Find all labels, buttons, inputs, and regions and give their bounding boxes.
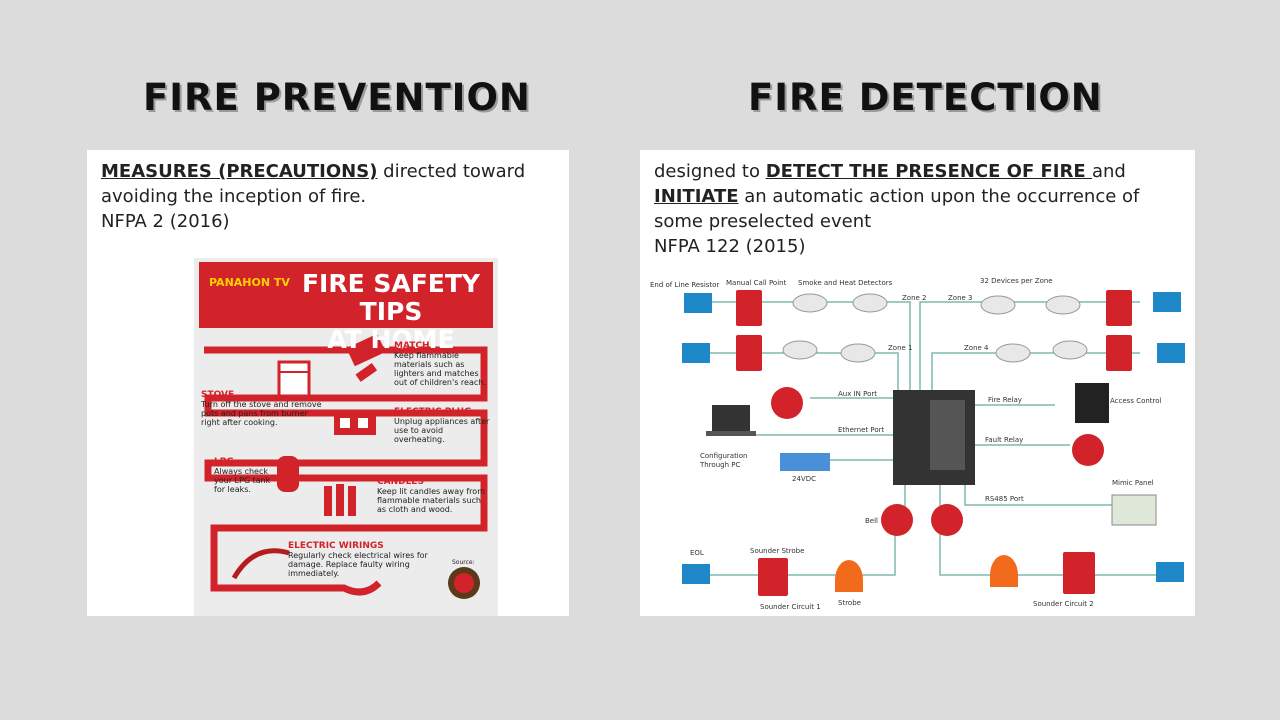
red-path-decoration bbox=[204, 346, 488, 596]
wiring-icon bbox=[231, 548, 290, 580]
zone1-label: Zone 1 bbox=[888, 344, 913, 352]
matchbox-icon bbox=[346, 333, 386, 367]
mimic-panel-label: Mimic Panel bbox=[1112, 479, 1154, 487]
sounder-circuit-1-label: Sounder Circuit 1 bbox=[760, 603, 821, 611]
rs485-label: RS485 Port bbox=[985, 495, 1024, 503]
config-label: Configuration bbox=[700, 452, 747, 460]
fire-alarm-system-diagram: End of Line Resistor Manual Call Point S… bbox=[650, 277, 1185, 611]
sounder-strobe-label: Sounder Strobe bbox=[750, 547, 804, 555]
devices-per-zone-label: 32 Devices per Zone bbox=[980, 277, 1053, 285]
fire-safety-tips-infographic: PANAHON TV FIRE SAFETY TIPS AT HOME MATC… bbox=[194, 258, 498, 616]
fire-prevention-title: FIRE PREVENTION bbox=[143, 76, 531, 119]
fire-prevention-panel: MEASURES (PRECAUTIONS) directed toward a… bbox=[87, 150, 569, 616]
detection-definition: designed to DETECT THE PRESENCE OF FIRE … bbox=[654, 161, 1140, 257]
access-control-label: Access Control bbox=[1110, 397, 1162, 405]
sounder-circuit-2-label: Sounder Circuit 2 bbox=[1033, 600, 1094, 608]
prevention-definition: MEASURES (PRECAUTIONS) directed toward a… bbox=[101, 159, 525, 234]
lpg-tank-icon bbox=[277, 456, 299, 492]
sounder-icons bbox=[758, 552, 1095, 596]
measures-emphasis: MEASURES (PRECAUTIONS) bbox=[101, 161, 378, 182]
zone4-label: Zone 4 bbox=[964, 344, 989, 352]
fire-detection-title: FIRE DETECTION bbox=[748, 76, 1103, 119]
smoke-heat-label: Smoke and Heat Detectors bbox=[798, 279, 893, 287]
infographic-graphics bbox=[204, 333, 488, 599]
infographic-banner: PANAHON TV FIRE SAFETY TIPS AT HOME bbox=[199, 262, 493, 354]
definition-text-2: avoiding the inception of fire. bbox=[101, 186, 367, 207]
infographic-title: FIRE SAFETY TIPS AT HOME bbox=[301, 269, 481, 354]
fire-detection-panel: designed to DETECT THE PRESENCE OF FIRE … bbox=[640, 150, 1195, 616]
panahon-logo: PANAHON TV bbox=[209, 276, 290, 289]
smoke-detector-icons bbox=[782, 293, 1088, 363]
definition-text-1: directed toward bbox=[377, 161, 526, 182]
manual-call-point-icons bbox=[736, 290, 1132, 371]
zone3-label: Zone 3 bbox=[948, 294, 973, 302]
candles-icon bbox=[324, 486, 332, 516]
vdc-label: 24VDC bbox=[792, 475, 816, 483]
config-label-2: Through PC bbox=[699, 461, 740, 469]
mimic-panel-icon bbox=[1111, 494, 1157, 526]
zone2-label: Zone 2 bbox=[902, 294, 927, 302]
initiate-emphasis: INITIATE bbox=[654, 186, 739, 207]
laptop-icon bbox=[712, 405, 750, 431]
ethernet-label: Ethernet Port bbox=[838, 426, 885, 434]
source-label: Source: bbox=[452, 559, 475, 566]
bell-icons bbox=[771, 387, 1104, 536]
aux-in-label: Aux IN Port bbox=[838, 390, 877, 398]
strobe-label: Strobe bbox=[838, 599, 861, 607]
access-control-icon bbox=[1075, 383, 1109, 423]
strobe-icons bbox=[835, 555, 1018, 592]
eol-label: EOL bbox=[690, 549, 704, 557]
bell-label: Bell bbox=[865, 517, 878, 525]
power-supply-icon bbox=[780, 453, 830, 471]
end-of-line-resistors bbox=[682, 292, 1185, 584]
manual-call-point-label: Manual Call Point bbox=[726, 279, 787, 287]
stove-icon bbox=[277, 360, 311, 398]
fire-relay-label: Fire Relay bbox=[988, 396, 1022, 404]
definition-source: NFPA 2 (2016) bbox=[101, 211, 230, 232]
fault-relay-label: Fault Relay bbox=[985, 436, 1023, 444]
eol-resistor-label: End of Line Resistor bbox=[650, 281, 719, 289]
detect-emphasis: DETECT THE PRESENCE OF FIRE bbox=[765, 161, 1092, 182]
detection-source: NFPA 122 (2015) bbox=[654, 236, 806, 257]
lighter-icon bbox=[355, 362, 378, 382]
